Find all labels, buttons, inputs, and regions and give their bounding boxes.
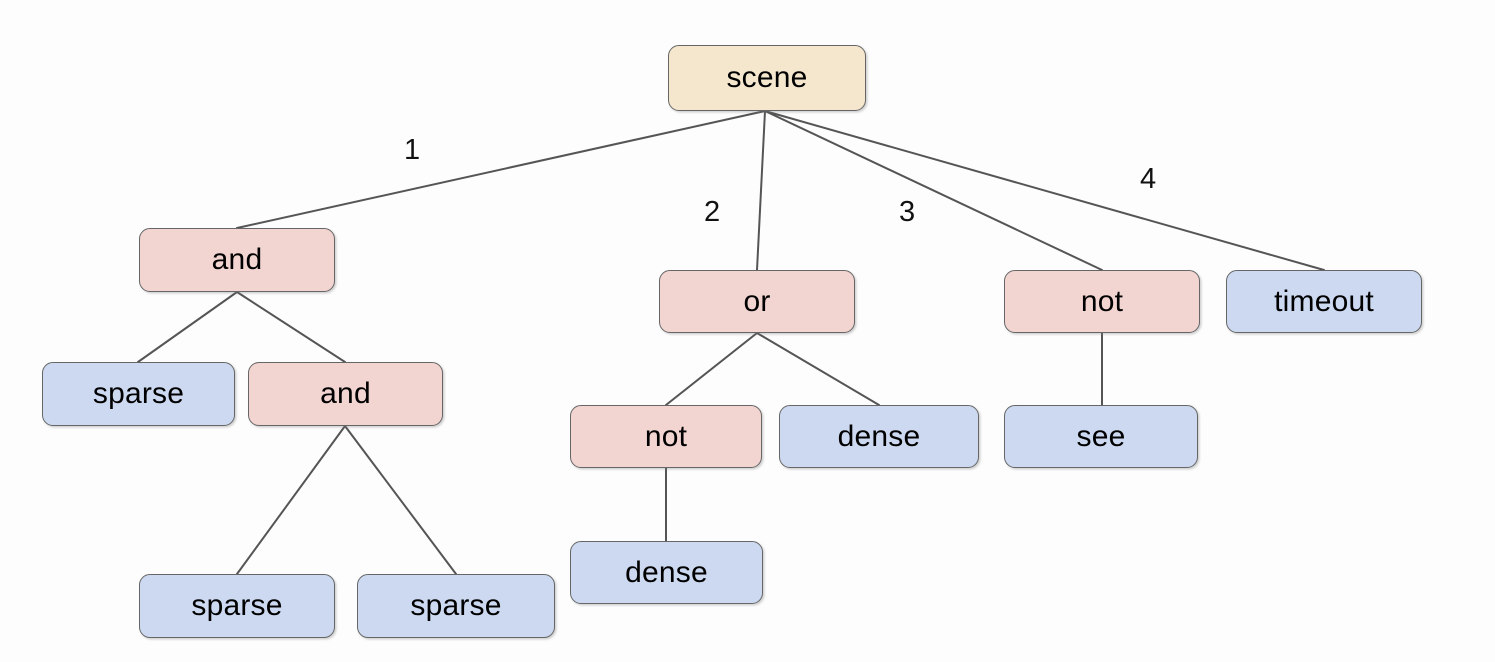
edge-label-4: 4 bbox=[1140, 163, 1157, 195]
tree-node-label: timeout bbox=[1274, 284, 1374, 318]
tree-edge-scene-to-not1 bbox=[764, 110, 1103, 271]
tree-node-label: see bbox=[1076, 419, 1126, 453]
tree-node-label: scene bbox=[726, 61, 808, 94]
tree-node-and1[interactable]: and bbox=[139, 228, 335, 292]
tree-edge-and2-to-sparse2 bbox=[236, 425, 346, 575]
tree-edge-scene-to-or1 bbox=[756, 110, 766, 271]
tree-node-or1[interactable]: or bbox=[659, 270, 855, 333]
tree-node-sparse3[interactable]: sparse bbox=[357, 574, 555, 638]
tree-node-not2[interactable]: not bbox=[570, 405, 762, 468]
tree-node-label: not bbox=[1080, 284, 1124, 318]
edge-label-1: 1 bbox=[404, 134, 421, 166]
tree-edge-or1-to-dense1 bbox=[756, 332, 880, 406]
tree-edge-and1-to-and2 bbox=[236, 291, 346, 363]
tree-node-sparse1[interactable]: sparse bbox=[42, 362, 235, 426]
tree-node-label: and bbox=[320, 377, 371, 410]
tree-node-see[interactable]: see bbox=[1004, 405, 1198, 468]
tree-node-not1[interactable]: not bbox=[1004, 270, 1200, 333]
tree-node-label: and bbox=[211, 243, 263, 276]
tree-edge-scene-to-timeout bbox=[764, 110, 1325, 271]
tree-node-dense2[interactable]: dense bbox=[570, 541, 763, 604]
tree-node-timeout[interactable]: timeout bbox=[1226, 270, 1422, 333]
tree-edge-or1-to-not2 bbox=[665, 332, 758, 406]
tree-node-label: dense bbox=[625, 555, 708, 589]
tree-node-label: dense bbox=[837, 419, 921, 453]
tree-node-label: sparse bbox=[410, 589, 502, 622]
tree-node-scene[interactable]: scene bbox=[668, 45, 866, 111]
tree-node-label: not bbox=[644, 419, 688, 453]
tree-node-dense1[interactable]: dense bbox=[779, 405, 979, 468]
tree-node-label: or bbox=[743, 284, 771, 318]
tree-node-sparse2[interactable]: sparse bbox=[139, 574, 335, 638]
tree-edge-scene-to-and1 bbox=[236, 110, 766, 229]
edge-label-2: 2 bbox=[704, 196, 721, 228]
tree-edge-and1-to-sparse1 bbox=[137, 291, 238, 363]
tree-node-and2[interactable]: and bbox=[248, 362, 443, 426]
tree-node-label: sparse bbox=[92, 377, 185, 410]
edge-label-3: 3 bbox=[899, 196, 916, 228]
tree-edge-and2-to-sparse3 bbox=[344, 425, 457, 575]
tree-node-label: sparse bbox=[191, 589, 283, 622]
